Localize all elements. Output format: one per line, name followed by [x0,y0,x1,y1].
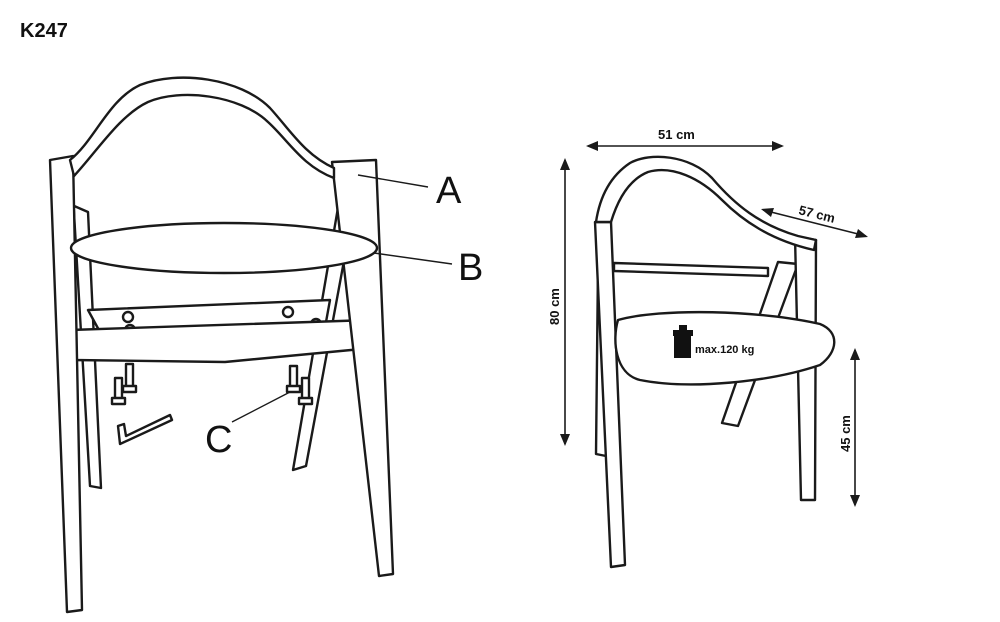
bolt-icon [110,362,138,406]
seat-cushion [614,310,836,386]
backrest-frame [594,155,818,252]
leader-line-a [357,174,429,188]
exploded-chair-view: A B C [48,76,483,614]
depth-label: 57 cm [797,202,836,225]
part-label-c: C [205,419,232,461]
depth-arrowheads [761,208,868,238]
model-code: K247 [20,20,68,42]
seat-cushion [69,221,379,275]
dimensioned-chair-view: max.120 kg 51 cm 57 cm 80 cm 45 cm [547,127,868,569]
backrest-frame [68,76,336,180]
front-right-leg [330,158,395,578]
allen-key-icon [116,413,174,446]
weight-icon [673,325,693,358]
part-label-a: A [436,170,462,212]
width-label: 51 cm [658,127,695,142]
depth-dimension-line [762,209,867,237]
front-left-leg [48,154,84,614]
height-label: 80 cm [547,288,562,325]
bolt-icon [285,364,314,406]
part-label-b: B [458,247,483,289]
screw-hole [281,305,295,319]
max-load-label: max.120 kg [695,344,754,356]
leader-line-b [373,252,453,265]
back-crossbar [612,261,770,278]
leader-line-c [231,391,291,423]
screw-hole [121,310,135,324]
seat-height-label: 45 cm [838,415,853,452]
